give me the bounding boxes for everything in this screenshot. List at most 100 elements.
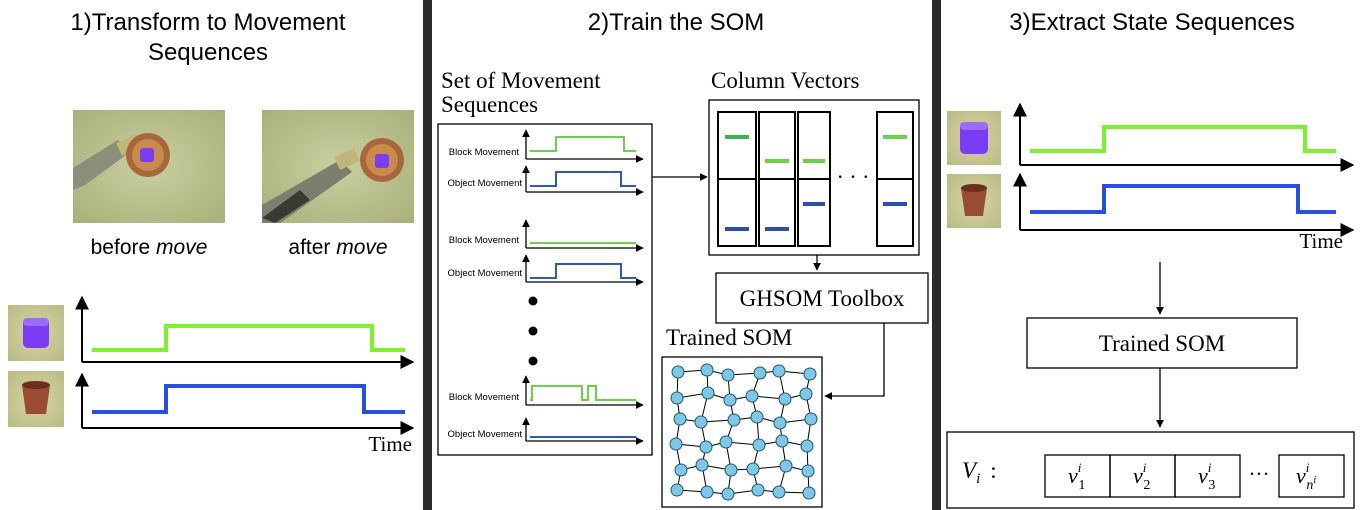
dot-2 <box>528 326 538 336</box>
caption-before-prefix: before <box>91 236 156 259</box>
cell-n-subsup: i <box>1313 475 1316 486</box>
sequence-2: Block Movement Object Movement <box>448 219 644 286</box>
panel2-title: 2)Train the SOM <box>588 9 765 36</box>
trained-som-title: Trained SOM <box>666 325 792 350</box>
som-node <box>799 387 813 401</box>
panel3-title: 3)Extract State Sequences <box>1009 9 1295 36</box>
set-title-line2: Sequences <box>441 92 538 117</box>
panel3-brown-cup-icon <box>947 174 1001 228</box>
som-grid <box>669 363 818 501</box>
cell-n-sup: i <box>1306 460 1310 475</box>
panel-divider-right <box>932 0 941 510</box>
trained-som-box <box>661 356 823 508</box>
som-node <box>721 368 735 382</box>
column-vector-n <box>876 111 914 247</box>
som-node <box>727 413 741 427</box>
ghsom-toolbox-label: GHSOM Toolbox <box>740 286 905 311</box>
cell-3-sup: i <box>1208 460 1212 475</box>
cell-1-base: v <box>1068 463 1078 488</box>
som-node <box>699 440 713 454</box>
cell-2-sup: i <box>1143 460 1147 475</box>
seqn-block-label: Block Movement <box>449 392 520 403</box>
photo-after-move <box>262 110 414 223</box>
som-node <box>724 463 738 477</box>
som-node <box>671 365 685 379</box>
cell-3-sub: 3 <box>1208 478 1215 493</box>
column-vector-2 <box>758 111 796 247</box>
state-cell-3 <box>1174 454 1241 498</box>
caption-before-verb: move <box>156 236 207 259</box>
svg-text:after move: after move <box>288 236 387 259</box>
som-node <box>719 435 733 449</box>
som-node <box>700 485 714 499</box>
column-vectors-title: Column Vectors <box>711 68 859 93</box>
seq2-block-label: Block Movement <box>449 235 520 246</box>
som-node <box>775 434 789 448</box>
som-node <box>695 458 709 472</box>
cell-n-sub: n <box>1306 478 1313 493</box>
som-node <box>778 392 792 406</box>
cell-2-sub: 2 <box>1143 478 1150 493</box>
panel3-purple-block-icon <box>947 111 1001 165</box>
movement-set-box <box>437 123 653 456</box>
panel1-time-label: Time <box>368 432 412 456</box>
photo-before-move <box>73 110 225 223</box>
som-node <box>772 485 786 499</box>
v-sub: i <box>976 471 980 487</box>
purple-block-icon <box>8 305 64 361</box>
panel1-block-signal <box>75 295 415 369</box>
som-node <box>746 462 760 476</box>
som-node <box>723 393 737 407</box>
state-sequence-box <box>946 431 1355 509</box>
cell-2-symbol: vi 2 <box>1133 460 1150 493</box>
caption-after-verb: move <box>336 236 387 259</box>
ghsom-toolbox-box <box>715 272 929 324</box>
svg-text:vi2: vi 2 <box>1133 460 1150 493</box>
som-node <box>751 483 765 497</box>
svg-text:vi1: vi1 <box>1068 460 1085 493</box>
som-node <box>700 363 714 377</box>
som-node <box>800 439 814 453</box>
som-node <box>804 412 818 426</box>
panel3-object-signal <box>1013 172 1355 237</box>
som-node <box>669 437 683 451</box>
sequence-1: Block Movement Object Movement <box>448 129 644 196</box>
som-node <box>670 391 684 405</box>
dot-3 <box>528 356 538 366</box>
som-node <box>750 410 764 424</box>
som-node <box>773 416 787 430</box>
som-node <box>801 464 815 478</box>
panel1-title-line2: Sequences <box>148 39 268 66</box>
cell-1-sup: i <box>1078 460 1082 475</box>
column-vector-3 <box>797 111 831 247</box>
panel-divider-left <box>423 0 432 510</box>
som-node <box>779 459 793 473</box>
som-node <box>721 487 735 501</box>
state-cell-n <box>1278 454 1345 498</box>
arrow-ghsom-to-som <box>824 323 885 400</box>
som-node <box>803 367 817 381</box>
som-node <box>753 366 767 380</box>
state-vector-label: Vi: <box>962 458 997 487</box>
sequence-n: Block Movement Object Movement <box>448 375 644 445</box>
seq1-block-label: Block Movement <box>449 147 520 158</box>
cell-2-base: v <box>1133 463 1143 488</box>
som-node <box>701 386 715 400</box>
panel1-object-signal <box>75 372 415 435</box>
state-cell-ellipsis: ··· <box>1249 462 1270 486</box>
panel3-time-label: Time <box>1299 229 1343 253</box>
set-title-line1: Set of Movement <box>441 68 601 93</box>
som-node <box>674 463 688 477</box>
cell-n-base: v <box>1296 463 1306 488</box>
som-node <box>670 483 684 497</box>
som-node <box>673 412 687 426</box>
column-vector-1 <box>717 111 757 247</box>
som-node <box>802 486 816 500</box>
brown-cup-icon <box>8 371 64 427</box>
som-node <box>772 364 786 378</box>
